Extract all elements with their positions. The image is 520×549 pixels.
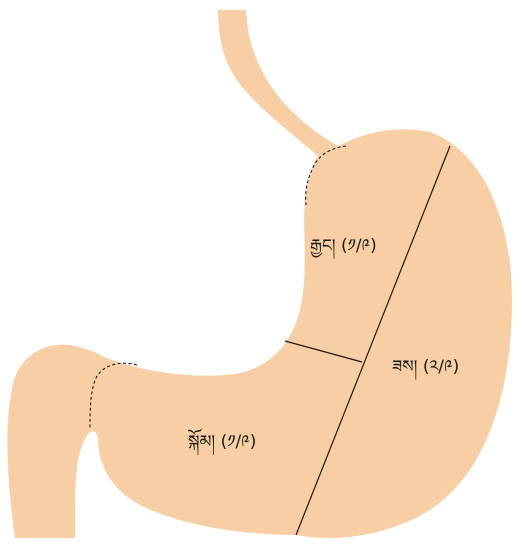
stomach-shape (7, 10, 512, 538)
lower-region-label: སྐོམ། (༡/༩) (188, 428, 257, 456)
